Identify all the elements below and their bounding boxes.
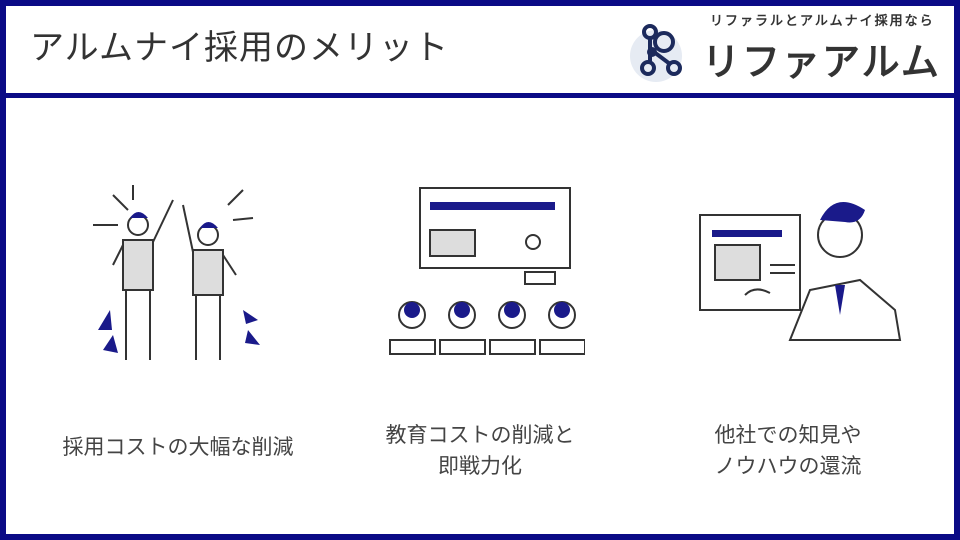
page-title: アルムナイ採用のメリット [30, 28, 449, 68]
training-seminar-icon [389, 187, 585, 355]
benefit-caption-3: 他社での知見や ノウハウの還流 [638, 420, 938, 482]
benefit-illustration-3 [660, 180, 920, 360]
logo-mark-icon [630, 24, 682, 82]
benefit-caption-2: 教育コストの削減と 即戦力化 [330, 420, 630, 482]
header-divider [0, 93, 960, 98]
presenter-knowledge-icon [699, 202, 902, 341]
logo-name: リファアルム [702, 40, 941, 84]
benefit-caption-line: ノウハウの還流 [714, 454, 862, 478]
benefit-caption-line: 即戦力化 [438, 454, 522, 478]
celebrating-people-icon [93, 185, 260, 360]
benefit-caption-line: 教育コストの削減と [385, 423, 575, 447]
logo-tagline: リファラルとアルムナイ採用なら [710, 14, 935, 29]
benefit-caption-line: 採用コストの大幅な削減 [62, 435, 294, 459]
benefit-illustration-2 [350, 180, 610, 360]
benefit-caption-1: 採用コストの大幅な削減 [28, 432, 328, 463]
benefit-illustration-1 [48, 180, 308, 370]
brand-logo: リファラルとアルムナイ採用なら リファアルム [626, 14, 946, 88]
benefit-caption-line: 他社での知見や [714, 423, 862, 447]
